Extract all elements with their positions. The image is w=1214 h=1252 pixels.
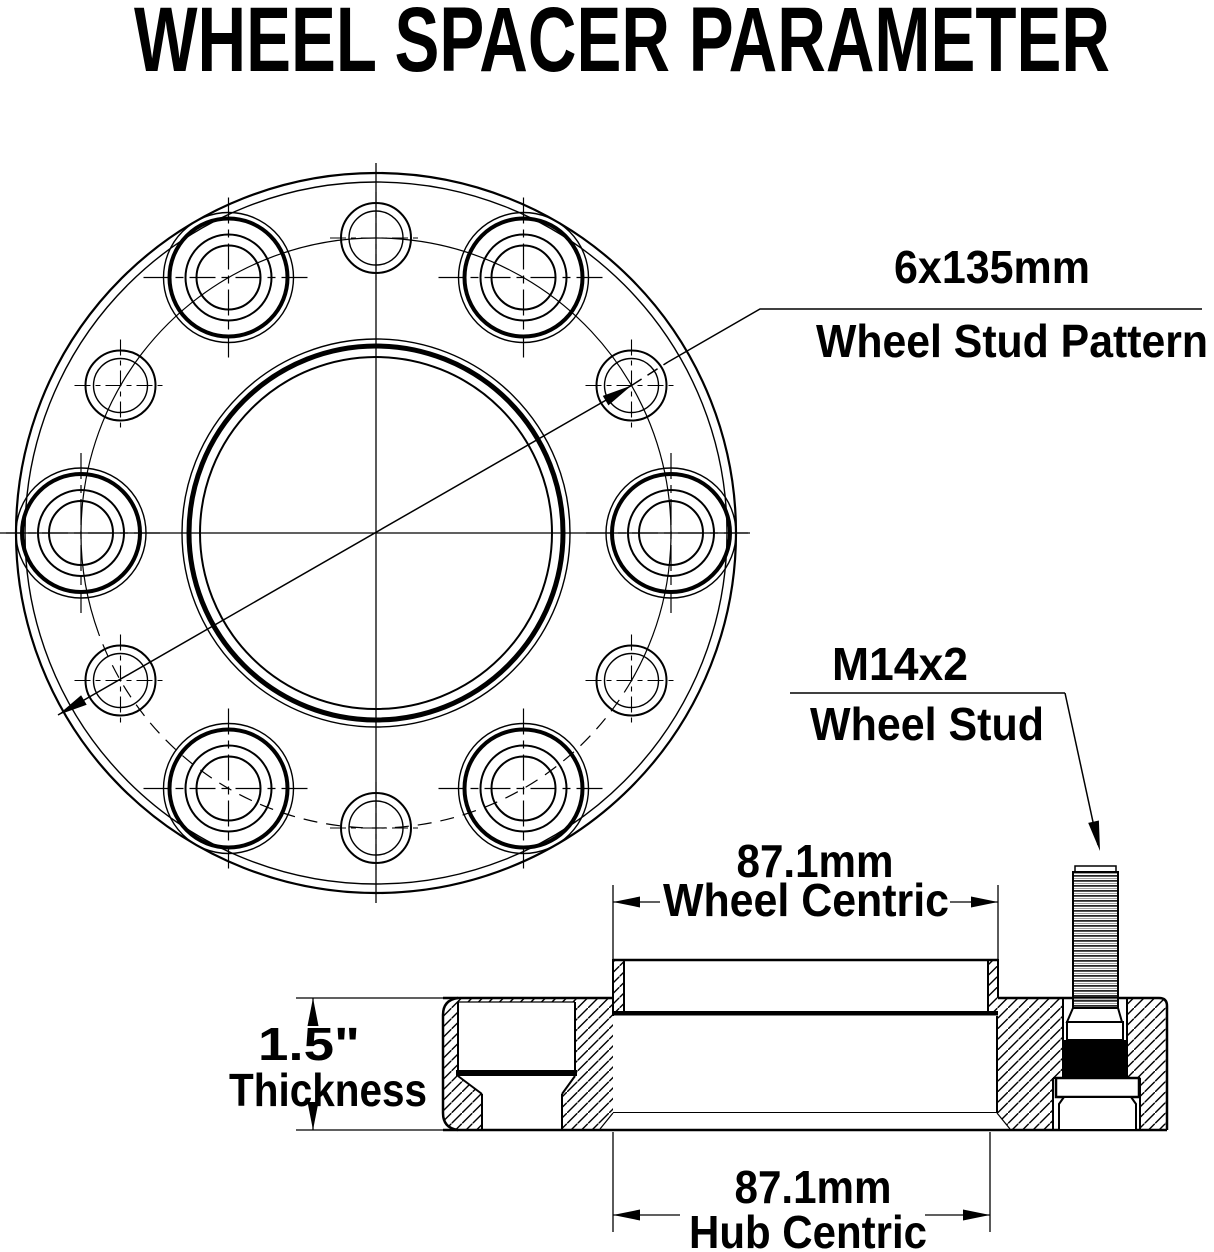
lug-hole-bottom-right (438, 708, 609, 869)
lug-hole-bottom-left (143, 708, 314, 869)
lug-counterbore (458, 1002, 575, 1073)
wheel-stud-value: M14x2 (832, 638, 968, 690)
thickness-label: Thickness (229, 1064, 427, 1116)
wheel-centric-value: 87.1mm (737, 835, 894, 887)
center-bore (186, 343, 566, 723)
bolt-pattern-callout: 6x135mm Wheel Stud Pattern (57, 241, 1208, 716)
small-hole-lower-left (74, 634, 167, 727)
small-hole-lower-right (585, 634, 678, 727)
thickness-value: 1.5" (258, 1018, 360, 1070)
bolt-circle-solid (80, 237, 672, 681)
wheel-stud-callout: M14x2 Wheel Stud (790, 638, 1100, 851)
arrowhead-stud (1088, 820, 1100, 851)
wheel-centric-label: Wheel Centric (663, 874, 949, 926)
front-view (0, 163, 756, 903)
bore-bottom-chamfer (600, 1113, 1010, 1129)
lug-seat-line (456, 1070, 577, 1076)
boss-seat-line (613, 1011, 998, 1016)
lug-through-hole (482, 1094, 562, 1130)
bolt-pattern-dimension-dash (631, 361, 669, 387)
center-bore-outer (181, 338, 571, 728)
stud-flange (1054, 1076, 1141, 1099)
boss-bore (624, 961, 988, 1011)
hub-centric-value: 87.1mm (735, 1161, 892, 1213)
lug-hole-right (586, 453, 756, 613)
lug-hole-top-right (438, 197, 609, 358)
page-title: WHEEL SPACER PARAMETER (134, 0, 1110, 91)
lug-hole-top-left (143, 197, 314, 358)
stud-flare (1065, 1007, 1124, 1023)
thickness-dimension: 1.5" Thickness (229, 997, 443, 1131)
center-bore-inner (199, 356, 553, 710)
stud-base (1058, 1096, 1137, 1131)
lug-hole-left (0, 453, 166, 613)
hub-centric-label: Hub Centric (689, 1206, 927, 1252)
bolt-circle-dashed (98, 633, 633, 829)
hub-bore (613, 1015, 997, 1113)
stud-threads (1072, 871, 1119, 1009)
bolt-pattern-label: Wheel Stud Pattern (816, 315, 1208, 367)
wheel-stud-leader (1064, 692, 1099, 846)
bolt-pattern-value: 6x135mm (894, 241, 1090, 293)
bolt-pattern-leader (667, 308, 1202, 363)
section-view: 1.5" Thickness 87.1mm Wheel Centric 87.1… (229, 835, 1169, 1252)
wheel-stud (1054, 865, 1141, 1131)
wheel-stud-label: Wheel Stud (810, 698, 1044, 750)
lug-taper (458, 1076, 575, 1094)
hub-centric-dimension: 87.1mm Hub Centric (612, 1132, 991, 1252)
bolt-pattern-dimension-line (57, 384, 632, 716)
small-hole-bottom (330, 782, 422, 874)
small-hole-top (330, 192, 422, 284)
arrowhead-lower-left (58, 695, 87, 715)
wheel-centric-dimension: 87.1mm Wheel Centric (612, 835, 999, 959)
stud-collar (1066, 1021, 1124, 1041)
stud-spline (1064, 1040, 1127, 1078)
small-hole-upper-left (74, 339, 167, 432)
arrowhead-upper-right (602, 385, 632, 406)
